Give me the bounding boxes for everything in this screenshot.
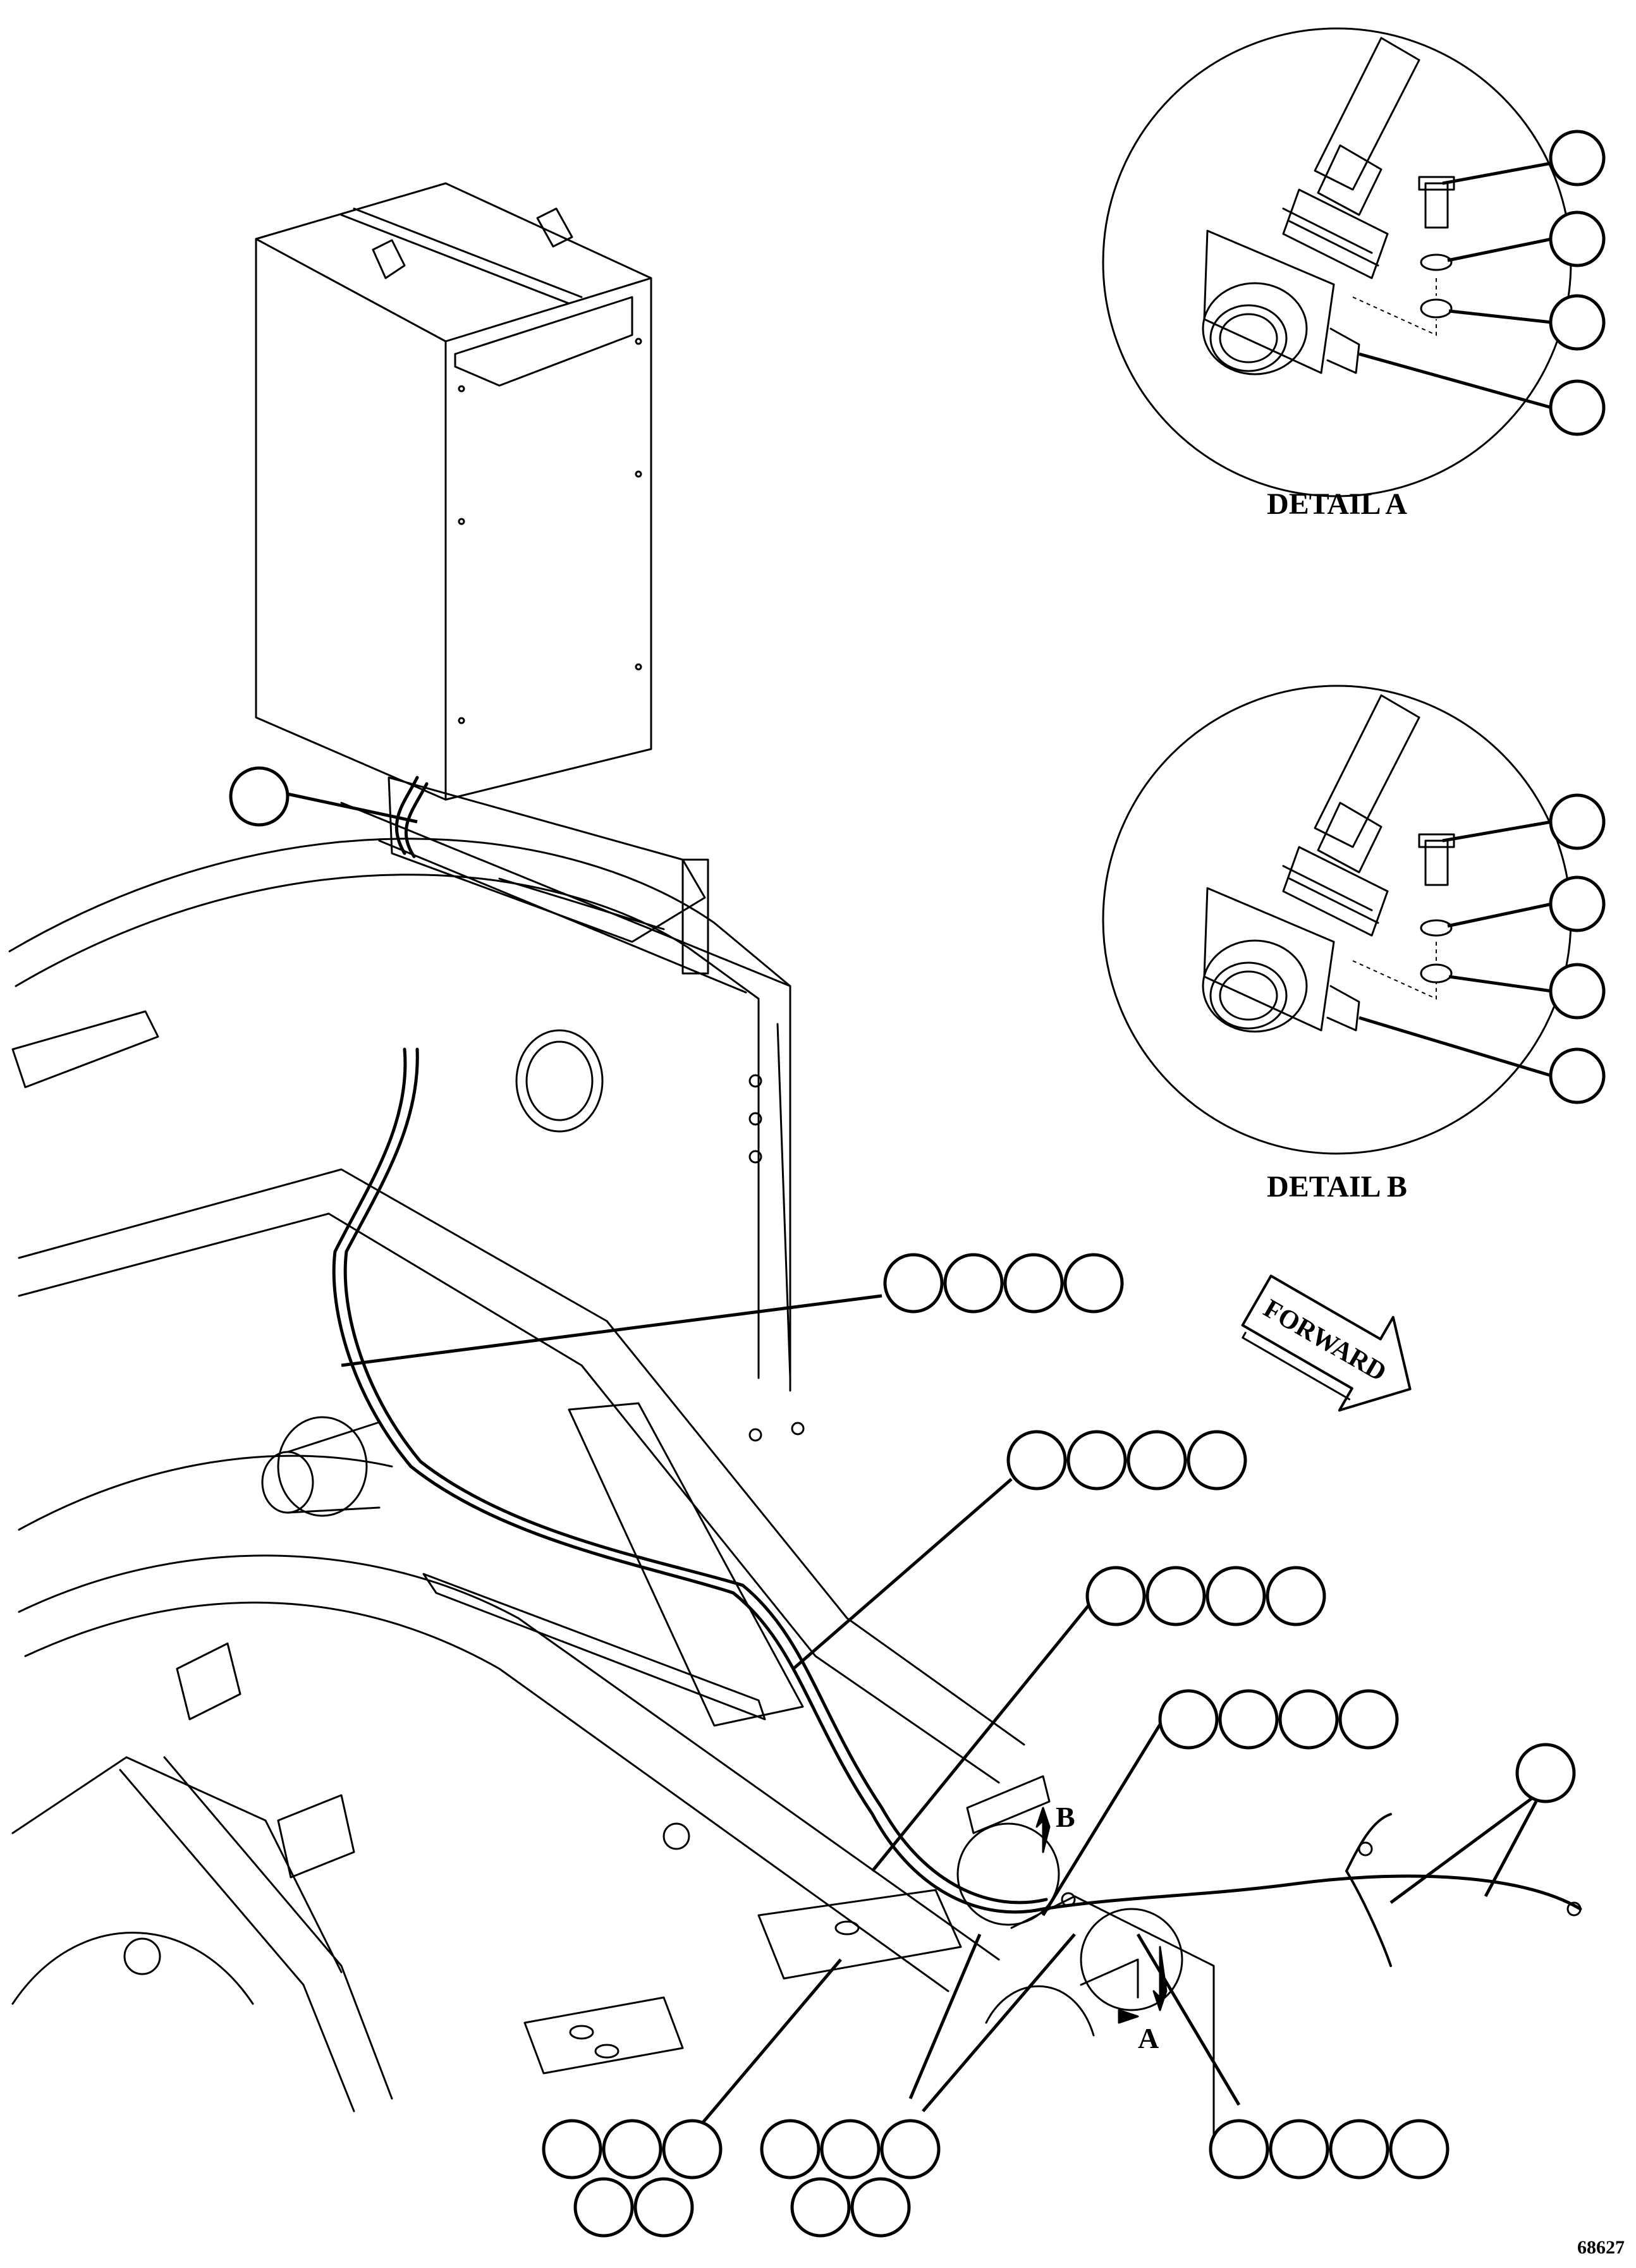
callout-balloon [1158, 1689, 1219, 1750]
callout-balloon [1549, 963, 1606, 1020]
callout-balloons [229, 766, 1576, 2238]
callout-balloon [1066, 1430, 1127, 1491]
callout-balloon [1549, 793, 1606, 850]
callout-balloon [542, 2119, 602, 2180]
callout-balloon [602, 2119, 662, 2180]
callout-balloon [1329, 2119, 1389, 2180]
figure-number: 68627 [1577, 2237, 1625, 2258]
callout-balloon [1218, 1689, 1279, 1750]
callout-balloon [760, 2119, 821, 2180]
wire-harness: B A [332, 776, 1582, 2054]
callout-balloon [820, 2119, 881, 2180]
callout-balloon [1389, 2119, 1450, 2180]
view-b-label: B [1056, 1801, 1075, 1833]
callout-balloon [1209, 2119, 1269, 2180]
detail-b-title: DETAIL B [1267, 1170, 1407, 1204]
detail-b-circle [1102, 685, 1572, 1155]
forward-arrow: FORWARD [1241, 1274, 1412, 1412]
callout-balloon [1549, 1047, 1606, 1104]
detail-b-callouts [1358, 793, 1606, 1104]
detail-b-hardware [1352, 833, 1455, 1000]
callout-balloon [1063, 1253, 1124, 1314]
callout-balloon [1126, 1430, 1187, 1491]
callout-balloon [1549, 379, 1606, 436]
callout-balloon [662, 2119, 723, 2180]
machine-frame [8, 776, 1215, 2138]
electrical-box [255, 182, 652, 801]
detail-a: DETAIL A [1102, 27, 1606, 521]
callout-balloon [1515, 1743, 1576, 1803]
callout-balloon [790, 2177, 851, 2238]
callout-balloon [573, 2177, 634, 2238]
callout-balloon [1085, 1566, 1146, 1626]
callout-balloon [1278, 1689, 1339, 1750]
callout-leaders [284, 791, 1538, 2125]
callout-balloon [1269, 2119, 1329, 2180]
callout-balloon [633, 2177, 694, 2238]
callout-balloon [1145, 1566, 1206, 1626]
callout-balloon [1549, 875, 1606, 932]
view-a-label: A [1138, 2022, 1159, 2054]
callout-balloon [1549, 130, 1606, 186]
detail-a-callouts [1358, 130, 1606, 436]
callout-balloon [1266, 1566, 1326, 1626]
callout-balloon [883, 1253, 944, 1314]
callout-balloon [1006, 1430, 1067, 1491]
callout-balloon [1549, 210, 1606, 267]
callout-balloon [1003, 1253, 1064, 1314]
callout-balloon [229, 766, 290, 827]
detail-a-connector [1202, 37, 1420, 375]
callout-balloon [1338, 1689, 1399, 1750]
callout-balloon [850, 2177, 911, 2238]
callout-balloon [943, 1253, 1004, 1314]
detail-b: DETAIL B [1102, 685, 1606, 1204]
detail-a-circle [1102, 27, 1572, 497]
callout-balloon [880, 2119, 941, 2180]
detail-a-hardware [1352, 176, 1455, 336]
callout-balloon [1549, 294, 1606, 351]
detail-a-title: DETAIL A [1267, 487, 1407, 521]
detail-b-connector [1202, 694, 1420, 1033]
callout-balloon [1206, 1566, 1266, 1626]
callout-balloon [1187, 1430, 1247, 1491]
